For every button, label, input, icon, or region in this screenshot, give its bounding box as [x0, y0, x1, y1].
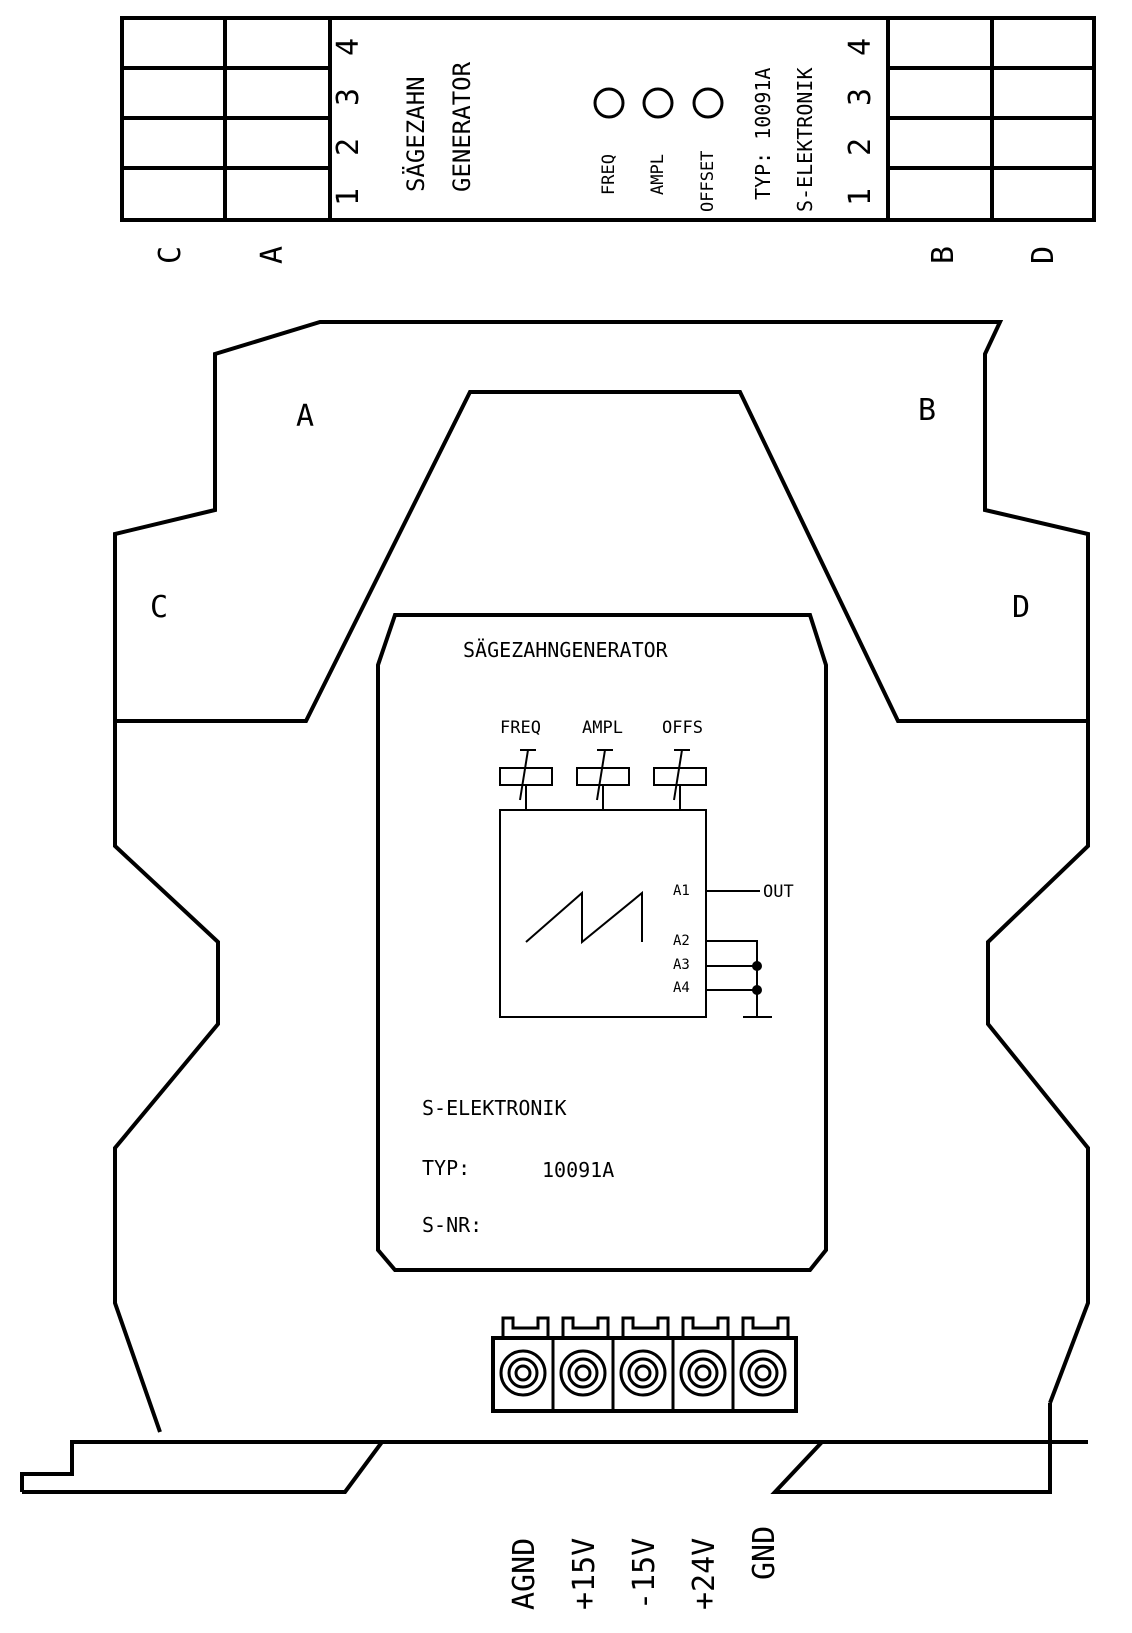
front-plate-typ-value: 10091A — [542, 1158, 614, 1182]
screw-terminal-icon — [619, 1349, 667, 1397]
housing-letter-d: D — [1012, 590, 1030, 625]
screw-terminal-icon — [559, 1349, 607, 1397]
terminal-label-plus15v: +15V — [567, 1538, 602, 1610]
strip-letter-a: A — [255, 246, 290, 264]
housing-letter-c: C — [150, 590, 168, 625]
pin-a2: A2 — [673, 933, 690, 949]
front-plate-typ-label: TYP: — [422, 1156, 470, 1180]
pin-a3: A3 — [673, 957, 690, 973]
left-terminal-1: 1 — [331, 188, 366, 206]
screw-terminal-icon — [739, 1349, 787, 1397]
power-terminal-block — [491, 1316, 798, 1413]
terminal-label-minus15v: -15V — [627, 1538, 662, 1610]
power-terminal-labels: AGND +15V -15V +24V GND — [507, 1526, 782, 1610]
knob-label-ampl: AMPL — [648, 154, 668, 195]
knob-label-offset: OFFSET — [698, 151, 718, 212]
right-terminal-4: 4 — [843, 38, 878, 56]
left-terminal-4: 4 — [331, 38, 366, 56]
top-label-strip: 4 3 2 1 SÄGEZAHN GENERATOR FREQ AMPL OFF… — [120, 16, 1096, 222]
strip-block-letters: C A B D — [153, 246, 1061, 264]
strip-letter-c: C — [153, 246, 188, 264]
front-plate-title: SÄGEZAHNGENERATOR — [463, 638, 669, 662]
strip-letter-d: D — [1026, 246, 1061, 264]
screw-terminal-icon — [679, 1349, 727, 1397]
terminal-label-agnd: AGND — [507, 1538, 542, 1610]
terminal-label-gnd: GND — [747, 1526, 782, 1580]
strip-brand: S-ELEKTRONIK — [793, 68, 817, 213]
knob-label-freq: FREQ — [599, 154, 619, 195]
ampl-knob-icon — [642, 87, 674, 119]
right-terminal-2: 2 — [843, 138, 878, 156]
potentiometer-freq-icon — [499, 749, 553, 810]
left-terminal-2: 2 — [331, 138, 366, 156]
freq-knob-icon — [593, 87, 625, 119]
front-plate-brand: S-ELEKTRONIK — [422, 1096, 567, 1120]
junction-dot — [752, 985, 762, 995]
strip-typ: TYP: 10091A — [751, 68, 775, 200]
strip-letter-b: B — [926, 246, 961, 264]
offset-knob-icon — [692, 87, 724, 119]
right-terminal-1: 1 — [843, 188, 878, 206]
left-terminal-3: 3 — [331, 88, 366, 106]
housing-letter-a: A — [296, 399, 314, 434]
sawtooth-waveform-icon — [525, 890, 643, 945]
pin-a1: A1 — [673, 883, 690, 899]
housing-letter-b: B — [918, 393, 936, 428]
pot-label-offs: OFFS — [662, 718, 703, 738]
screw-terminal-icon — [499, 1349, 547, 1397]
output-label: OUT — [763, 882, 794, 902]
generator-block — [499, 809, 707, 1018]
front-plate: SÄGEZAHNGENERATOR FREQ AMPL OFFS A1 A2 — [376, 613, 828, 1272]
strip-title-line1: SÄGEZAHN — [401, 76, 430, 192]
junction-dot — [752, 961, 762, 971]
right-terminal-3: 3 — [843, 88, 878, 106]
pot-label-freq: FREQ — [500, 718, 541, 738]
terminal-label-plus24v: +24V — [687, 1538, 722, 1610]
strip-title-line2: GENERATOR — [448, 61, 476, 192]
pot-label-ampl: AMPL — [582, 718, 623, 738]
housing-outline — [20, 320, 1090, 1494]
potentiometer-ampl-icon — [576, 749, 630, 810]
potentiometer-offs-icon — [653, 749, 707, 810]
front-plate-serial-label: S-NR: — [422, 1213, 482, 1237]
pin-a4: A4 — [673, 980, 690, 996]
